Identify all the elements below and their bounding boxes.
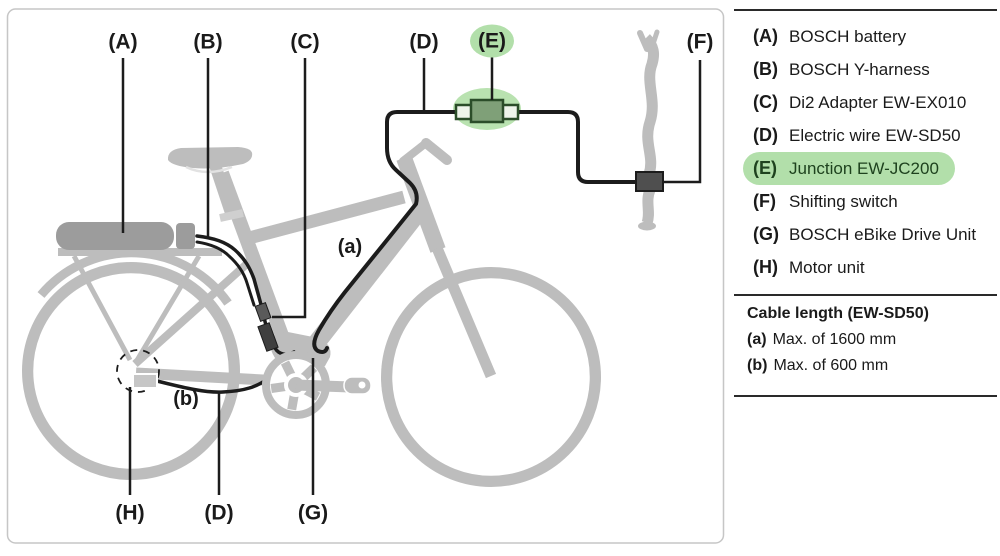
legend-label-g: BOSCH eBike Drive Unit xyxy=(789,224,977,244)
front-fork xyxy=(431,245,497,379)
crank-arm xyxy=(295,379,351,393)
leader-f xyxy=(663,60,702,184)
legend-label-f: Shifting switch xyxy=(789,191,898,211)
legend-key-a: (A) xyxy=(753,26,778,46)
top-tube xyxy=(247,190,406,245)
frame-label-b: (b) xyxy=(173,388,199,410)
chain-stay xyxy=(135,367,283,387)
legend-key-c: (C) xyxy=(753,92,778,112)
callout-h-label: (H) xyxy=(115,501,145,525)
legend-label-h: Motor unit xyxy=(789,257,865,277)
callout-d-bottom-label: (D) xyxy=(204,501,234,525)
callout-d-top-label: (D) xyxy=(409,30,439,54)
cable-length-key-b: (b) xyxy=(747,357,768,374)
wire-d-top-run xyxy=(312,110,462,354)
legend-row-a: (A) BOSCH battery xyxy=(733,20,1000,53)
cables xyxy=(155,110,639,394)
legend-key-b: (B) xyxy=(753,59,778,79)
legend-row-b: (B) BOSCH Y-harness xyxy=(733,53,1000,86)
leader-lines xyxy=(121,57,702,495)
front-wheel xyxy=(381,267,601,487)
brake-lever-art xyxy=(637,29,660,231)
battery xyxy=(56,222,195,250)
legend-row-f: (F) Shifting switch xyxy=(733,185,1000,218)
rack-struts xyxy=(71,254,202,364)
junction-port-right xyxy=(500,103,520,121)
head-tube xyxy=(396,155,446,253)
motor-unit xyxy=(116,349,160,393)
legend-row-h: (H) Motor unit xyxy=(733,251,1000,284)
cable-length-item-b: (b) Max. of 600 mm xyxy=(747,357,888,375)
motor-dashed-circle xyxy=(116,349,160,393)
wire-junction-to-switch xyxy=(510,110,639,184)
shifting-switch-box xyxy=(635,171,664,192)
cable-length-key-a: (a) xyxy=(747,331,767,348)
legend-row-d: (D) Electric wire EW-SD50 xyxy=(733,119,1000,152)
cable-length-value-a: Max. of 1600 mm xyxy=(772,331,897,348)
seat-stay xyxy=(132,259,252,367)
handlebar xyxy=(421,138,452,165)
wire-b-run xyxy=(155,376,271,394)
legend-row-g: (G) BOSCH eBike Drive Unit xyxy=(733,218,1000,251)
callout-f-label: (F) xyxy=(686,30,714,54)
legend-bottom-rule xyxy=(734,395,997,397)
legend-key-d: (D) xyxy=(753,125,778,145)
legend-key-h: (H) xyxy=(753,257,778,277)
legend-row-c: (C) Di2 Adapter EW-EX010 xyxy=(733,86,1000,119)
seat-post xyxy=(209,163,238,218)
legend-label-c: Di2 Adapter EW-EX010 xyxy=(789,92,967,112)
callout-c-label: (C) xyxy=(290,30,320,54)
legend-label-e: Junction EW-JC200 xyxy=(789,158,939,178)
legend-key-e: (E) xyxy=(753,158,777,178)
legend-mid-rule xyxy=(734,294,997,296)
crankset xyxy=(262,351,372,419)
cable-length-value-b: Max. of 600 mm xyxy=(773,357,889,374)
battery-body xyxy=(56,222,174,250)
y-harness-wire-2 xyxy=(195,240,256,307)
junction-port-left xyxy=(454,103,474,121)
legend-label-d: Electric wire EW-SD50 xyxy=(789,125,961,145)
saddle xyxy=(167,147,253,169)
junction-box xyxy=(469,98,505,124)
seat-clamp xyxy=(219,209,244,222)
legend-top-rule xyxy=(734,9,997,11)
cable-length-item-a: (a) Max. of 1600 mm xyxy=(747,331,896,349)
legend-label-b: BOSCH Y-harness xyxy=(789,59,930,79)
bike-diagram-art xyxy=(6,8,725,544)
di2-adapter xyxy=(254,301,279,352)
legend-label-a: BOSCH battery xyxy=(789,26,907,46)
y-harness-wire-1 xyxy=(195,234,296,357)
frame-label-a: (a) xyxy=(337,236,363,258)
legend-key-g: (G) xyxy=(753,224,779,244)
pedal xyxy=(343,376,372,395)
legend-key-f: (F) xyxy=(753,191,776,211)
callout-b-label: (B) xyxy=(193,30,223,54)
bike-illustration xyxy=(22,29,660,487)
bike-diagram-panel: (A) (B) (C) (D) (E) (F) (H) (D) (G) (a) … xyxy=(6,8,725,544)
legend-list: (A) BOSCH battery (B) BOSCH Y-harness (C… xyxy=(733,20,1000,284)
front-wheel-inner-line xyxy=(392,278,590,476)
callout-e-label: (E) xyxy=(470,24,514,58)
junction-device xyxy=(454,98,520,124)
legend-row-e-highlighted: (E) Junction EW-JC200 xyxy=(743,152,955,185)
callout-a-label: (A) xyxy=(108,30,138,54)
callout-g-label: (G) xyxy=(297,501,329,525)
legend-panel: (A) BOSCH battery (B) BOSCH Y-harness (C… xyxy=(733,0,1000,556)
leader-c xyxy=(272,58,307,319)
rear-rack xyxy=(58,248,222,256)
battery-cap xyxy=(176,223,195,249)
cable-length-title: Cable length (EW-SD50) xyxy=(747,305,929,322)
motor-box xyxy=(132,373,158,389)
